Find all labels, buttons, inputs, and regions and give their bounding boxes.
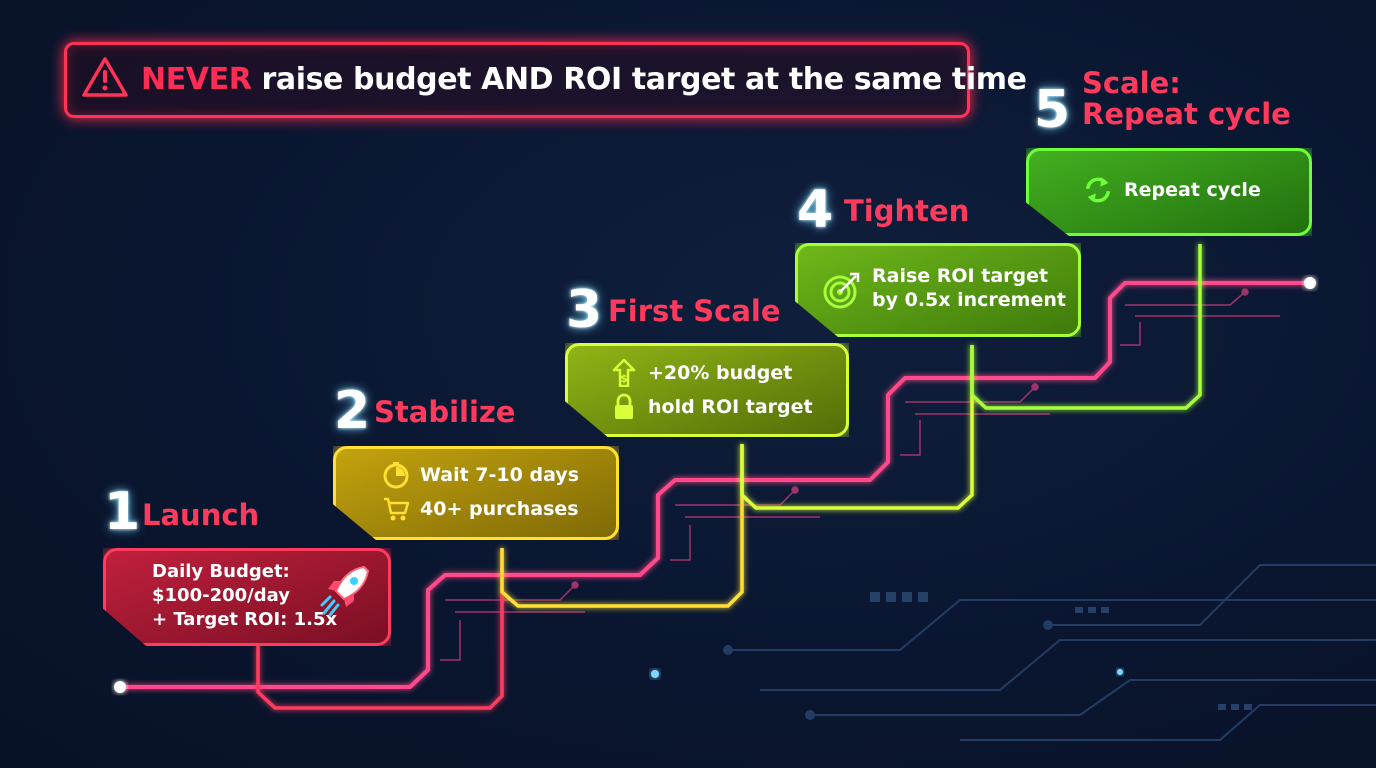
decorative-circuit-lines bbox=[723, 564, 1376, 741]
connector-step-2 bbox=[500, 444, 744, 608]
step-1-title: Launch bbox=[142, 498, 260, 532]
svg-text:$: $ bbox=[620, 372, 628, 385]
connector-step-1 bbox=[256, 548, 504, 710]
warning-message: raise budget AND ROI target at the same … bbox=[251, 62, 1027, 97]
step-3-line-2: hold ROI target bbox=[648, 396, 813, 418]
step-5-line-1: Repeat cycle bbox=[1124, 179, 1261, 201]
step-1-line-3: + Target ROI: 1.5x bbox=[152, 609, 338, 630]
step-1-content: Daily Budget: $100-200/day + Target ROI:… bbox=[152, 560, 337, 632]
warning-emphasis: NEVER bbox=[141, 62, 252, 97]
step-3-content: $ +20% budget hold ROI target bbox=[610, 356, 813, 424]
step-2-card bbox=[333, 446, 619, 540]
step-3-line-1: +20% budget bbox=[648, 362, 793, 384]
step-4-title: Tighten bbox=[844, 194, 970, 228]
step-3-number: 3 bbox=[566, 280, 603, 340]
step-4-line-1: Raise ROI target bbox=[872, 265, 1049, 287]
step-2-row-1: Wait 7-10 days bbox=[382, 458, 579, 492]
dollar-up-icon: $ bbox=[612, 359, 636, 387]
step-5-row-1: Repeat cycle bbox=[1082, 173, 1261, 207]
connector-step-4 bbox=[970, 244, 1202, 410]
warning-text: NEVER raise budget AND ROI target at the… bbox=[141, 62, 1027, 97]
step-4-line-2: by 0.5x increment bbox=[872, 289, 1066, 311]
step-1-number: 1 bbox=[104, 482, 141, 542]
step-3-row-1: $ +20% budget bbox=[610, 356, 813, 390]
step-5-content: Repeat cycle bbox=[1082, 173, 1261, 207]
step-3-card bbox=[565, 343, 849, 437]
step-2-content: Wait 7-10 days 40+ purchases bbox=[382, 458, 579, 526]
step-2-line-1: Wait 7-10 days bbox=[420, 464, 580, 486]
step-3-title: First Scale bbox=[608, 294, 781, 328]
lock-icon bbox=[615, 393, 633, 419]
connector-step-3 bbox=[740, 345, 974, 510]
rocket-icon bbox=[320, 565, 370, 617]
step-5-card bbox=[1026, 148, 1312, 236]
trace-lines bbox=[440, 288, 1280, 661]
warning-icon bbox=[82, 57, 128, 97]
step-2-number: 2 bbox=[334, 381, 371, 441]
step-4-content: Raise ROI target by 0.5x increment bbox=[872, 264, 1066, 312]
target-icon bbox=[823, 272, 860, 309]
step-5-title-line-2: Repeat cycle bbox=[1082, 97, 1291, 132]
refresh-icon bbox=[1086, 177, 1110, 203]
step-5-title-line-1: Scale: bbox=[1082, 66, 1181, 100]
step-5-number: 5 bbox=[1034, 80, 1071, 140]
step-2-title: Stabilize bbox=[374, 395, 516, 429]
step-5-title: Scale: Repeat cycle bbox=[1082, 66, 1291, 132]
main-staircase-line bbox=[114, 277, 1316, 693]
step-1-line-1: Daily Budget: bbox=[152, 561, 290, 582]
step-4-number: 4 bbox=[797, 180, 834, 240]
step-2-line-2: 40+ purchases bbox=[420, 498, 579, 520]
timer-icon bbox=[383, 462, 409, 489]
step-1-line-2: $100-200/day bbox=[152, 585, 290, 606]
cart-icon bbox=[384, 497, 410, 521]
step-2-row-2: 40+ purchases bbox=[382, 492, 579, 526]
step-3-row-2: hold ROI target bbox=[610, 390, 813, 424]
warning-banner: NEVER raise budget AND ROI target at the… bbox=[64, 42, 1027, 118]
